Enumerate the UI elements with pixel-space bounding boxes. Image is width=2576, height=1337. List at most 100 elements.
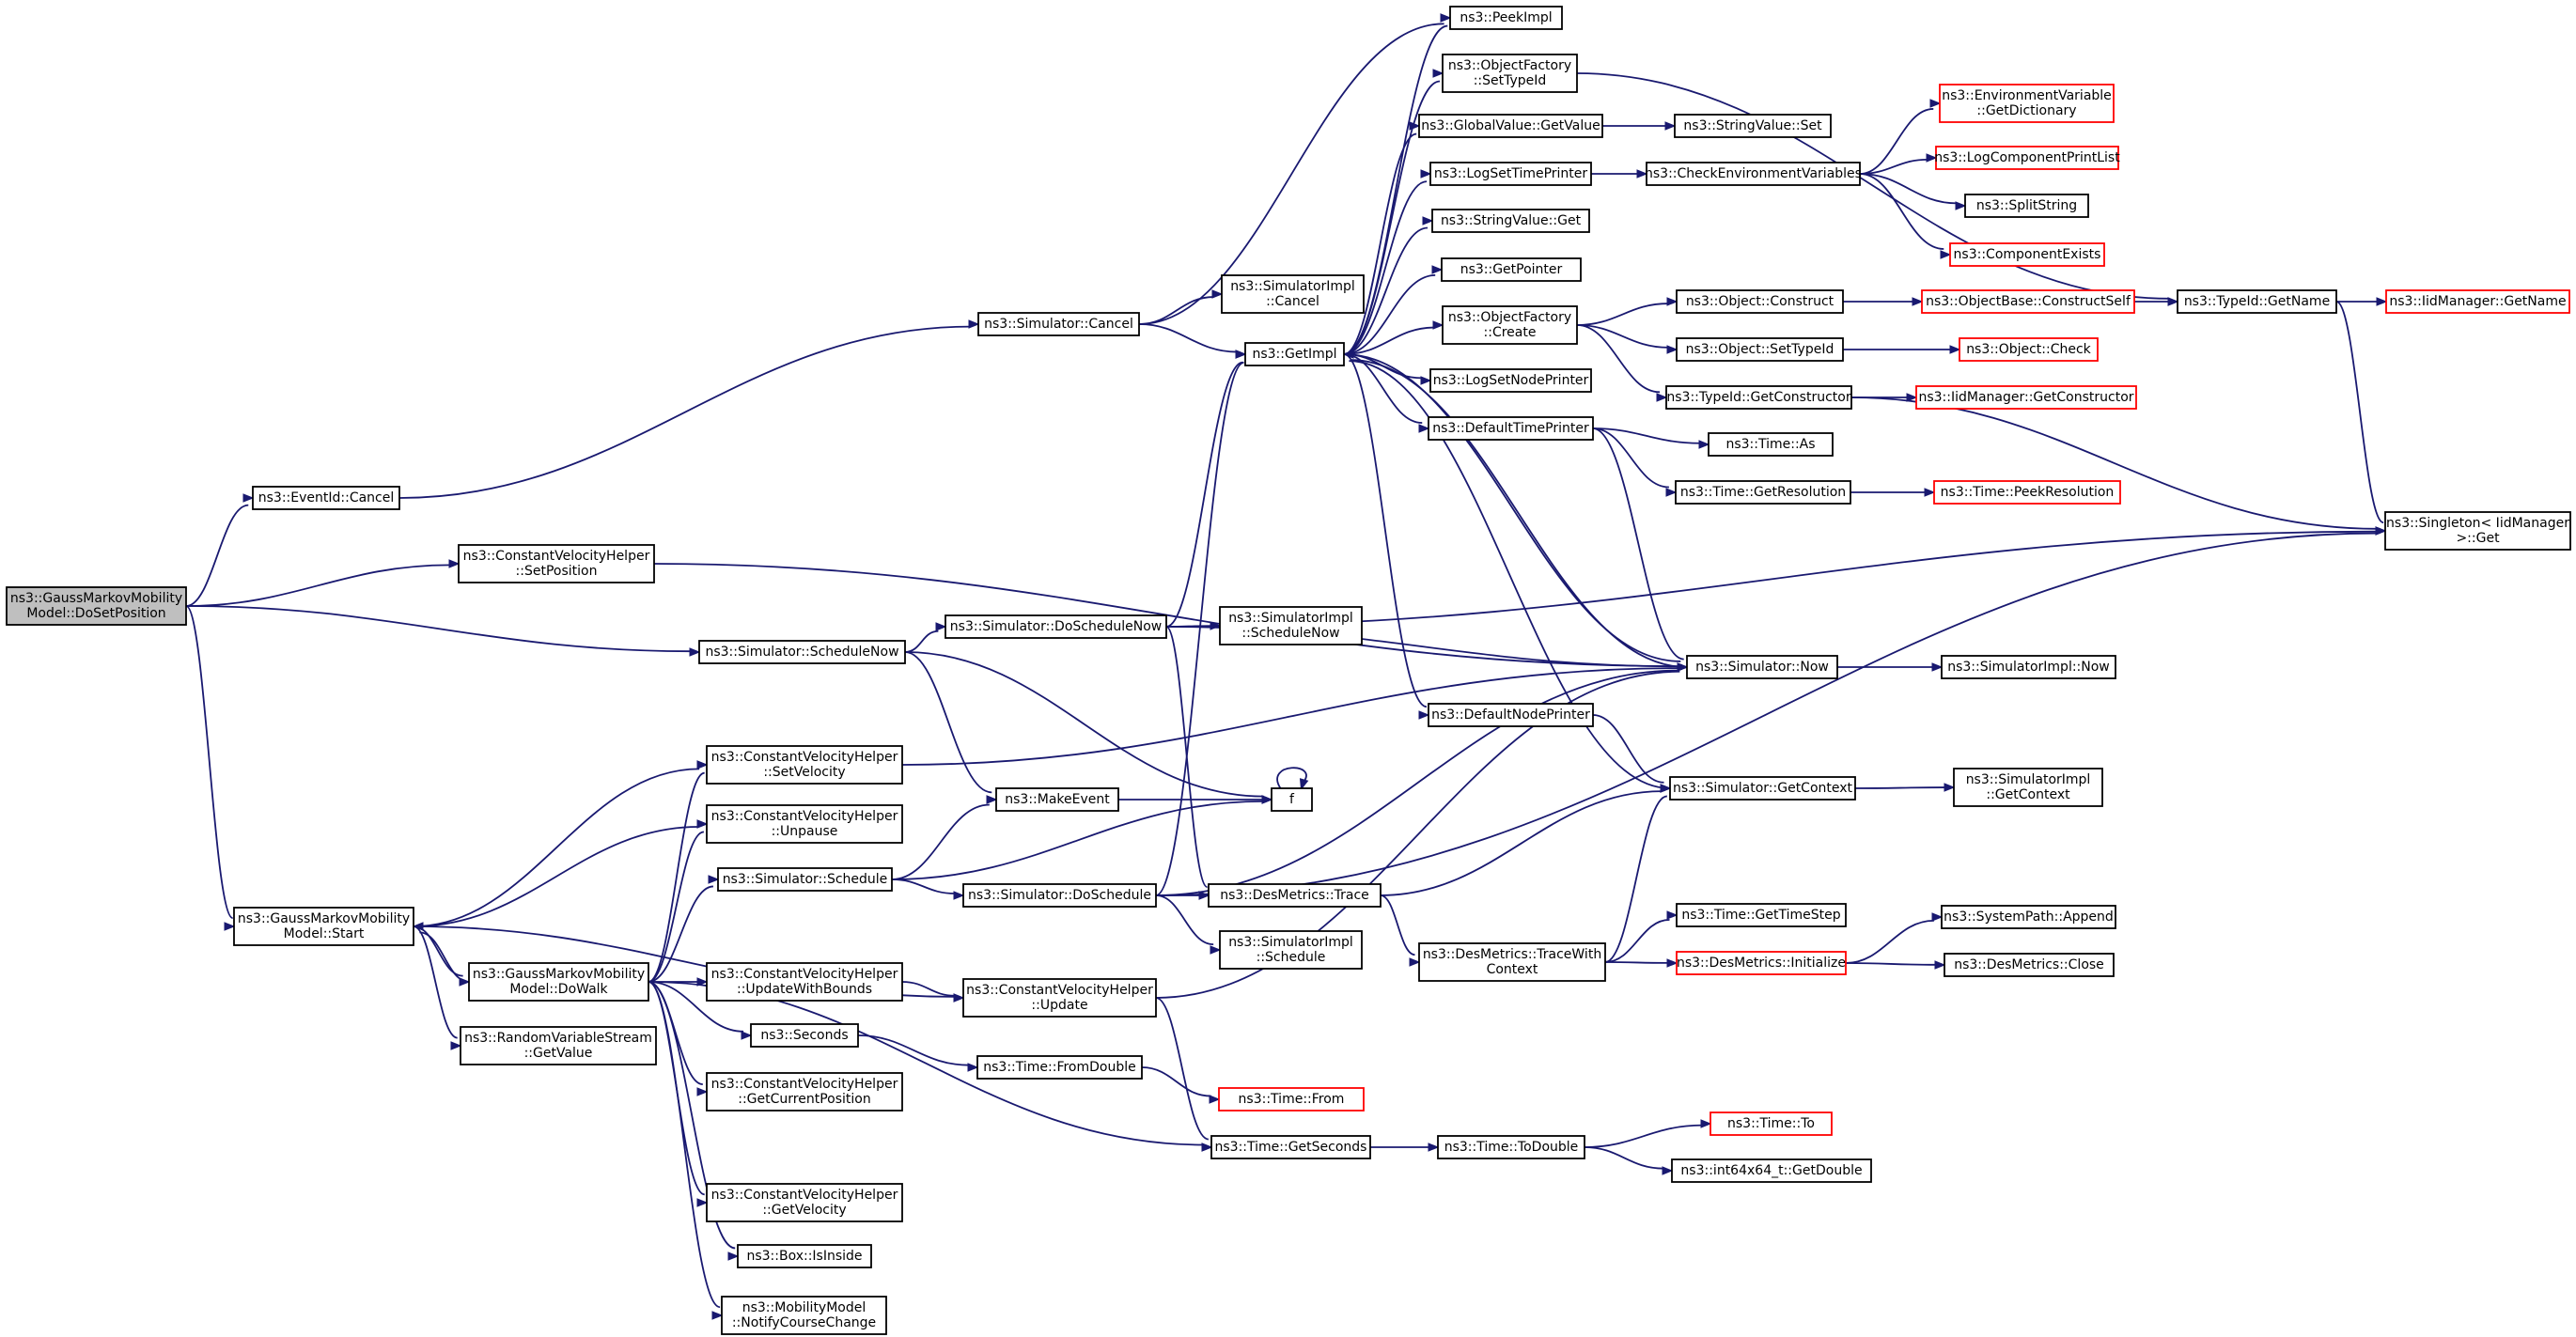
node-cvh-setvelocity[interactable]: ns3::ConstantVelocityHelper::SetVelocity: [706, 745, 903, 785]
node-object-construct[interactable]: ns3::Object::Construct: [1676, 289, 1844, 314]
node-box[interactable]: [1431, 209, 1590, 233]
node-box[interactable]: [1428, 416, 1594, 441]
node-box[interactable]: [1221, 274, 1365, 314]
node-objectbase-constructself[interactable]: ns3::ObjectBase::ConstructSelf: [1921, 289, 2135, 314]
node-sim-now[interactable]: ns3::Simulator::Now: [1686, 655, 1838, 679]
node-time-as[interactable]: ns3::Time::As: [1708, 432, 1834, 457]
node-eventid-cancel[interactable]: ns3::EventId::Cancel: [252, 486, 400, 510]
node-box[interactable]: [1271, 787, 1313, 812]
node-box[interactable]: [737, 1244, 872, 1268]
node-box[interactable]: [1676, 951, 1847, 975]
node-typeid-getconstructor[interactable]: ns3::TypeId::GetConstructor: [1665, 385, 1852, 410]
node-stringvalue-get[interactable]: ns3::StringValue::Get: [1431, 209, 1590, 233]
node-box[interactable]: [1676, 903, 1847, 927]
node-box[interactable]: [995, 787, 1119, 812]
node-box[interactable]: [1418, 114, 1603, 138]
node-time-todouble[interactable]: ns3::Time::ToDouble: [1437, 1135, 1585, 1159]
node-box[interactable]: [717, 867, 893, 892]
node-checkenv[interactable]: ns3::CheckEnvironmentVariables: [1645, 162, 1862, 186]
node-box[interactable]: [460, 1026, 657, 1065]
node-desmetrics-close[interactable]: ns3::DesMetrics::Close: [1944, 953, 2115, 977]
node-box[interactable]: [1674, 114, 1832, 138]
node-box[interactable]: [6, 586, 187, 626]
node-sim-doschedule[interactable]: ns3::Simulator::DoSchedule: [962, 883, 1157, 908]
node-simimpl-cancel[interactable]: ns3::SimulatorImpl::Cancel: [1221, 274, 1365, 314]
node-box[interactable]: [458, 544, 655, 583]
node-box[interactable]: [2177, 289, 2337, 314]
node-box[interactable]: [1675, 480, 1851, 505]
node-mm-notifycoursechange[interactable]: ns3::MobilityModel::NotifyCourseChange: [721, 1296, 887, 1335]
node-singleton-get[interactable]: ns3::Singleton< IidManager>::Get: [2384, 511, 2571, 551]
node-box[interactable]: [1959, 337, 2099, 362]
node-box[interactable]: [1218, 1087, 1365, 1112]
node-systempath-append[interactable]: ns3::SystemPath::Append: [1941, 905, 2116, 929]
node-box[interactable]: [977, 312, 1140, 336]
node-defaulttimeprinter[interactable]: ns3::DefaultTimePrinter: [1428, 416, 1594, 441]
node-iidmanager-getname[interactable]: ns3::IidManager::GetName: [2385, 289, 2570, 314]
node-box[interactable]: [698, 640, 906, 664]
node-box[interactable]: [750, 1023, 859, 1048]
node-box[interactable]: [1941, 905, 2116, 929]
node-componentexists[interactable]: ns3::ComponentExists: [1949, 242, 2105, 267]
node-time-fromdouble[interactable]: ns3::Time::FromDouble: [976, 1055, 1143, 1080]
node-sim-schedulenow[interactable]: ns3::Simulator::ScheduleNow: [698, 640, 906, 664]
node-simimpl-schedulenow[interactable]: ns3::SimulatorImpl::ScheduleNow: [1219, 606, 1363, 645]
node-envvar-getdict[interactable]: ns3::EnvironmentVariable::GetDictionary: [1939, 84, 2115, 123]
node-getimpl[interactable]: ns3::GetImpl: [1244, 342, 1345, 366]
node-box[interactable]: [252, 486, 400, 510]
node-logsetnodeprinter[interactable]: ns3::LogSetNodePrinter: [1429, 368, 1592, 393]
node-cvh-updatewithbounds[interactable]: ns3::ConstantVelocityHelper::UpdateWithB…: [706, 962, 903, 1002]
node-of-create[interactable]: ns3::ObjectFactory::Create: [1442, 305, 1578, 345]
node-splitstring[interactable]: ns3::SplitString: [1964, 194, 2089, 218]
node-box[interactable]: [1953, 768, 2103, 807]
node-box[interactable]: [1944, 953, 2115, 977]
node-desmetrics-trace[interactable]: ns3::DesMetrics::Trace: [1208, 883, 1382, 908]
node-box[interactable]: [706, 745, 903, 785]
node-cvh-unpause[interactable]: ns3::ConstantVelocityHelper::Unpause: [706, 804, 903, 844]
node-makeevent[interactable]: ns3::MakeEvent: [995, 787, 1119, 812]
node-getpointer[interactable]: ns3::GetPointer: [1441, 257, 1582, 282]
node-box[interactable]: [1665, 385, 1852, 410]
node-box[interactable]: [1437, 1135, 1585, 1159]
node-box[interactable]: [2384, 511, 2571, 551]
node-f[interactable]: f: [1271, 787, 1313, 812]
node-box[interactable]: [1669, 776, 1856, 801]
node-box[interactable]: [1686, 655, 1838, 679]
node-box[interactable]: [233, 907, 414, 946]
node-box[interactable]: [976, 1055, 1143, 1080]
node-simimpl-schedule[interactable]: ns3::SimulatorImpl::Schedule: [1219, 930, 1363, 970]
node-box[interactable]: [1210, 1135, 1371, 1159]
node-time-gettimestep[interactable]: ns3::Time::GetTimeStep: [1676, 903, 1847, 927]
node-box[interactable]: [468, 962, 649, 1002]
node-cvh-update[interactable]: ns3::ConstantVelocityHelper::Update: [962, 978, 1157, 1018]
node-box[interactable]: [945, 614, 1167, 639]
node-box[interactable]: [962, 883, 1157, 908]
node-time-to[interactable]: ns3::Time::To: [1710, 1112, 1833, 1136]
node-root[interactable]: ns3::GaussMarkovMobilityModel::DoSetPosi…: [6, 586, 187, 626]
node-box[interactable]: [1646, 162, 1861, 186]
node-box-isinside[interactable]: ns3::Box::IsInside: [737, 1244, 872, 1268]
node-sim-cancel[interactable]: ns3::Simulator::Cancel: [977, 312, 1140, 336]
node-box[interactable]: [1441, 257, 1582, 282]
node-time-from[interactable]: ns3::Time::From: [1218, 1087, 1365, 1112]
node-box[interactable]: [1428, 703, 1594, 727]
node-box[interactable]: [1442, 54, 1578, 93]
node-box[interactable]: [721, 1296, 887, 1335]
node-box[interactable]: [1418, 942, 1606, 982]
node-logsettimeprinter[interactable]: ns3::LogSetTimePrinter: [1429, 162, 1592, 186]
node-box[interactable]: [1244, 342, 1345, 366]
node-box[interactable]: [1219, 606, 1363, 645]
node-box[interactable]: [962, 978, 1157, 1018]
node-logcompprintlist[interactable]: ns3::LogComponentPrintList: [1934, 146, 2120, 170]
node-sim-schedule[interactable]: ns3::Simulator::Schedule: [717, 867, 893, 892]
node-box[interactable]: [1429, 368, 1592, 393]
node-box[interactable]: [706, 804, 903, 844]
node-box[interactable]: [1219, 930, 1363, 970]
node-box[interactable]: [1935, 146, 2119, 170]
node-sim-getcontext[interactable]: ns3::Simulator::GetContext: [1669, 776, 1856, 801]
node-cvh-setposition[interactable]: ns3::ConstantVelocityHelper::SetPosition: [458, 544, 655, 583]
node-box[interactable]: [1941, 655, 2116, 679]
node-iidmanager-getconstructor[interactable]: ns3::IidManager::GetConstructor: [1915, 385, 2137, 410]
